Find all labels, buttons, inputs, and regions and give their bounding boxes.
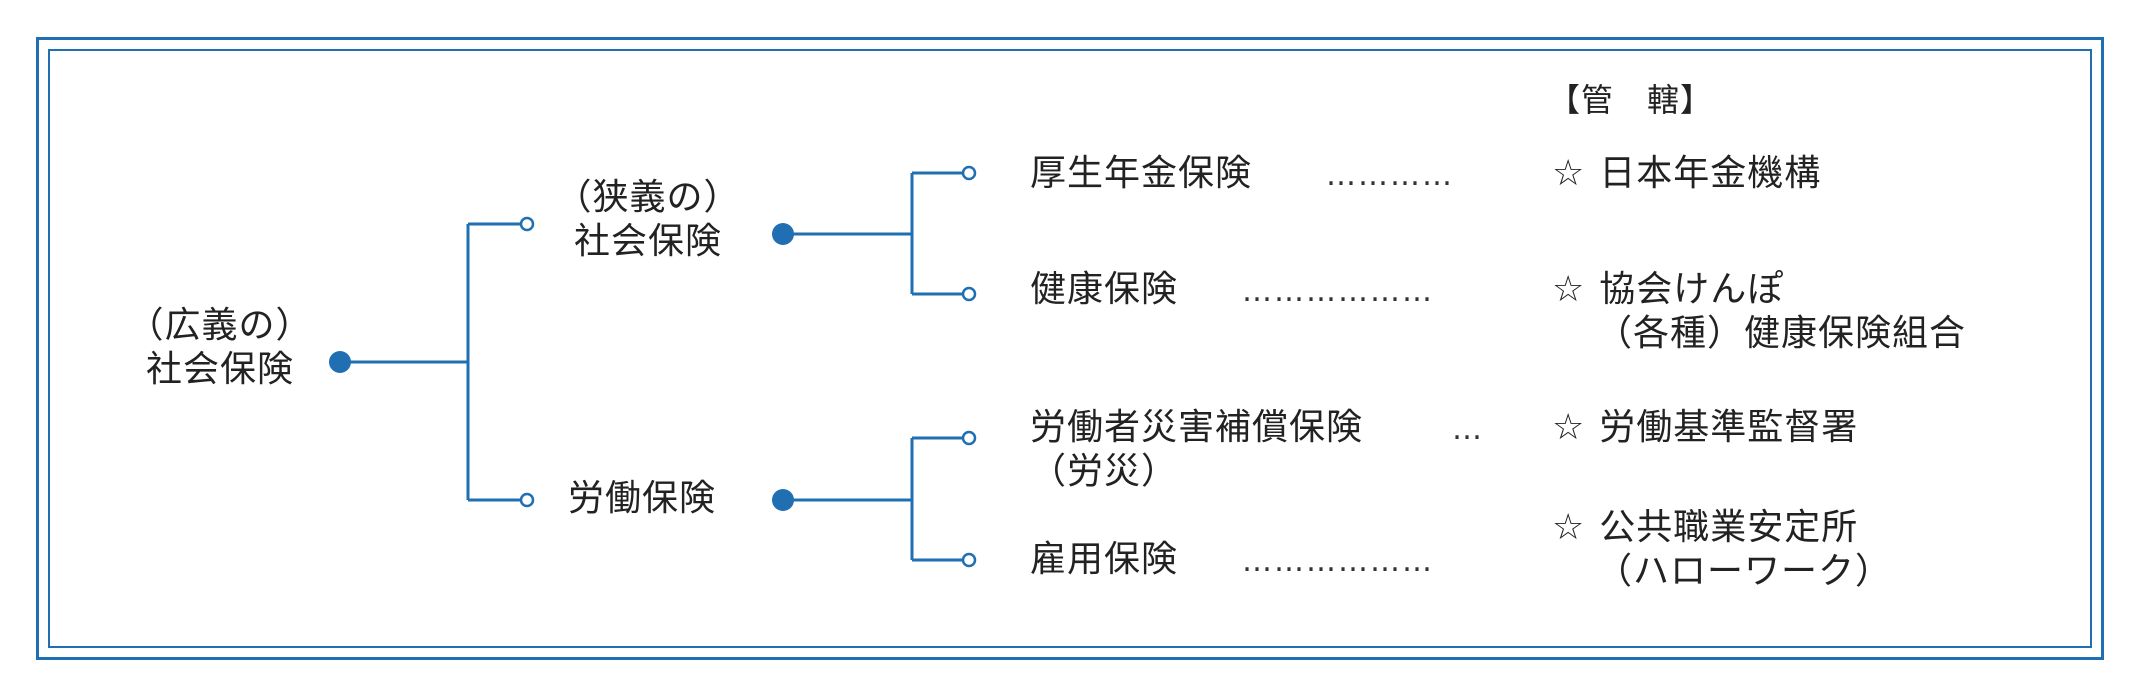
rodo-branch-top-endpoint — [961, 430, 977, 446]
root-branch-bottom-endpoint — [519, 492, 535, 508]
item-kenko-hoken: 健康保険 — [1030, 268, 1178, 312]
authority-kenko-hoken-name: 協会けんぽ — [1599, 269, 1785, 310]
rodo-hoken-label: 労働保険 — [568, 477, 716, 521]
item-koyo-hoken-name: 雇用保険 — [1030, 539, 1179, 580]
authority-koyo-hoken: ☆ 公共職業安定所 （ハローワーク） — [1552, 506, 1892, 594]
rodo-hoken-label-text: 労働保険 — [568, 478, 717, 519]
star-icon: ☆ — [1552, 153, 1586, 194]
authority-header: 【管 轄】 — [1548, 78, 1713, 122]
shakai-hoken-label-line2: 社会保険 — [573, 221, 722, 262]
item-kosei-nenkin-name: 厚生年金保険 — [1030, 153, 1253, 194]
outer-frame — [36, 37, 2104, 660]
authority-kosei-nenkin-name: 日本年金機構 — [1599, 153, 1822, 194]
item-koyo-hoken-leader: ……………… — [1242, 544, 1434, 579]
item-rosai-name: 労働者災害補償保険 — [1030, 407, 1364, 448]
authority-rosai: ☆ 労働基準監督署 — [1552, 406, 1858, 450]
authority-kenko-hoken-sub: （各種）健康保険組合 — [1596, 313, 1967, 354]
root-label-line1: （広義の） — [127, 305, 313, 346]
item-kenko-hoken-name: 健康保険 — [1030, 269, 1179, 310]
authority-koyo-hoken-name: 公共職業安定所 — [1599, 507, 1859, 548]
star-icon: ☆ — [1552, 407, 1586, 448]
shakai-branch-bottom-endpoint — [961, 286, 977, 302]
root-label: （広義の） 社会保険 — [120, 304, 320, 392]
authority-kenko-hoken: ☆ 協会けんぽ （各種）健康保険組合 — [1552, 268, 1966, 356]
item-kosei-nenkin-leader: ………… — [1326, 158, 1454, 193]
item-kosei-nenkin: 厚生年金保険 — [1030, 152, 1252, 196]
root-branch-top-endpoint — [519, 216, 535, 232]
authority-kosei-nenkin: ☆ 日本年金機構 — [1552, 152, 1821, 196]
item-rosai-leader: … — [1452, 412, 1484, 447]
inner-frame — [48, 49, 2092, 648]
item-rosai: 労働者災害補償保険 （労災） — [1030, 406, 1363, 494]
star-icon: ☆ — [1552, 507, 1586, 548]
authority-header-text: 【管 轄】 — [1548, 81, 1714, 119]
shakai-hoken-label-line1: （狭義の） — [555, 177, 741, 218]
shakai-branch-top-endpoint — [961, 165, 977, 181]
item-rosai-sub: （労災） — [1030, 451, 1179, 492]
shakai-hoken-label: （狭義の） 社会保険 — [548, 176, 748, 264]
authority-rosai-name: 労働基準監督署 — [1599, 407, 1859, 448]
root-label-line2: 社会保険 — [145, 349, 294, 390]
rodo-branch-bottom-endpoint — [961, 552, 977, 568]
item-kenko-hoken-leader: ……………… — [1242, 274, 1434, 309]
star-icon: ☆ — [1552, 269, 1586, 310]
item-koyo-hoken: 雇用保険 — [1030, 538, 1178, 582]
authority-koyo-hoken-sub: （ハローワーク） — [1596, 551, 1893, 592]
